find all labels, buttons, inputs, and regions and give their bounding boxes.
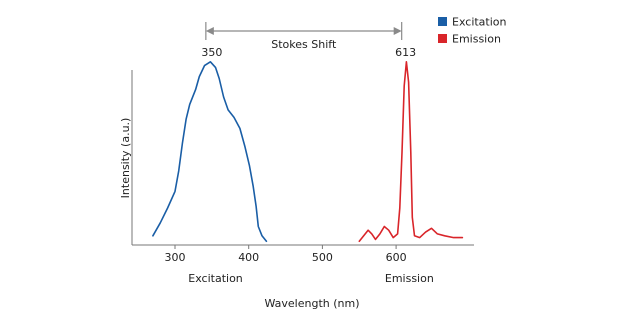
excitation-region-label: Excitation bbox=[188, 272, 243, 285]
emission-region-label: Emission bbox=[385, 272, 434, 285]
legend-label-emission: Emission bbox=[452, 33, 501, 46]
excitation-peak-label: 350 bbox=[201, 46, 222, 59]
x-tick-label-400: 400 bbox=[238, 251, 259, 264]
legend-swatch-excitation bbox=[438, 17, 447, 26]
excitation-line bbox=[152, 61, 268, 243]
stokes-shift-annotation: Stokes Shift bbox=[205, 22, 403, 51]
y-axis-label: Intensity (a.u.) bbox=[119, 118, 132, 199]
x-axis-label: Wavelength (nm) bbox=[264, 297, 359, 310]
legend-label-excitation: Excitation bbox=[452, 16, 507, 29]
stokes-left-arrowhead bbox=[205, 27, 214, 35]
stokes-shift-label: Stokes Shift bbox=[271, 38, 337, 51]
x-tick-label-500: 500 bbox=[312, 251, 333, 264]
x-tick-label-600: 600 bbox=[386, 251, 407, 264]
emission-line bbox=[358, 61, 464, 243]
x-tick-label-300: 300 bbox=[165, 251, 186, 264]
stokes-right-arrowhead bbox=[393, 27, 402, 35]
legend-swatch-emission bbox=[438, 34, 447, 43]
x-ticks: 300 400 500 600 bbox=[165, 245, 407, 264]
axes bbox=[131, 70, 474, 246]
emission-peak-label: 613 bbox=[395, 46, 416, 59]
